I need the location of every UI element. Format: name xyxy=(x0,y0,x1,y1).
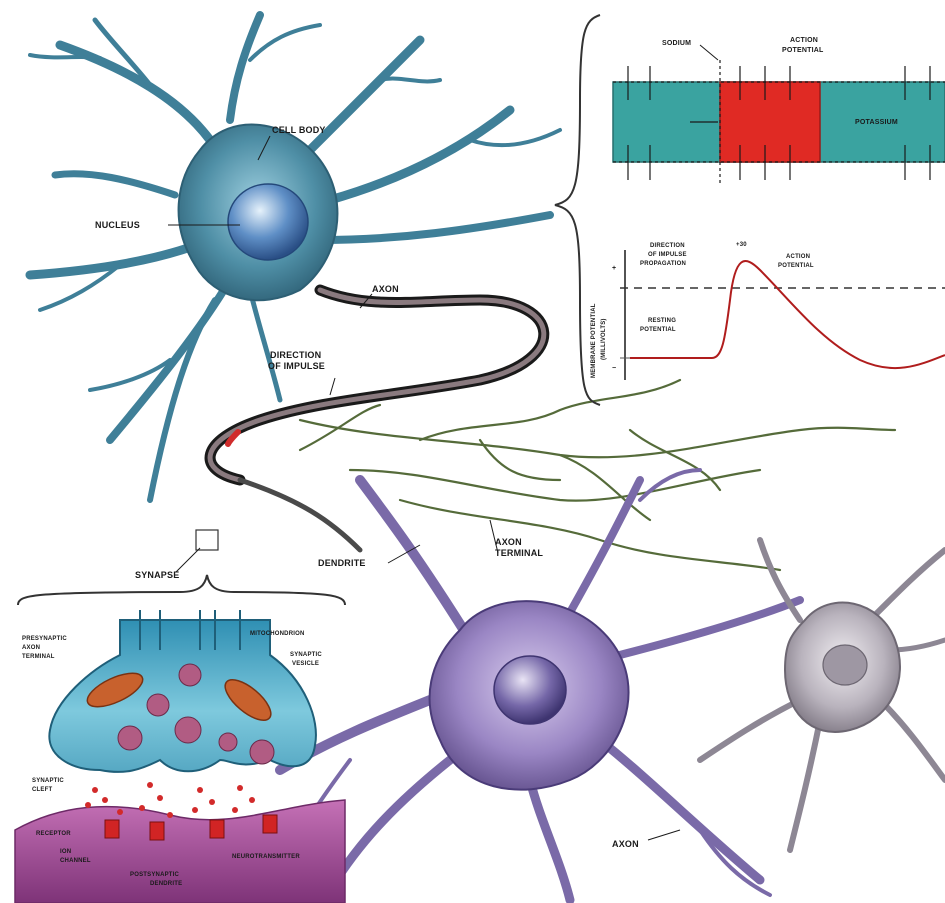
mitochondrion-label: MITOCHONDRION xyxy=(250,631,305,637)
presynaptic-label-1: PRESYNAPTIC xyxy=(22,636,67,642)
vesicle-label-1: SYNAPTIC xyxy=(290,652,322,658)
direction-prop-label-1: DIRECTION xyxy=(650,243,685,249)
action-potential-label-1: ACTION xyxy=(790,37,818,44)
potassium-label: POTASSIUM xyxy=(855,119,898,126)
potential-graph: MEMBRANE POTENTIAL (MILLIVOLTS) DIRECTIO… xyxy=(591,242,945,380)
postsynaptic-label-1: POSTSYNAPTIC xyxy=(130,872,180,878)
purple-neuron xyxy=(280,470,800,900)
potential-ylabel-2: (MILLIVOLTS) xyxy=(601,318,607,360)
graph-action-label-2: POTENTIAL xyxy=(778,263,814,269)
axon-label-top: AXON xyxy=(372,284,399,294)
postsynaptic-label-2: DENDRITE xyxy=(150,881,182,887)
synapse-inset: PRESYNAPTIC AXON TERMINAL MITOCHONDRION … xyxy=(15,530,345,903)
axon-label-bottom: AXON xyxy=(612,839,639,849)
resting-label-2: POTENTIAL xyxy=(640,327,676,333)
peak-value: +30 xyxy=(736,242,747,248)
axon-terminal-branches xyxy=(300,380,895,570)
action-potential-label-2: POTENTIAL xyxy=(782,47,824,54)
membrane-panel: SODIUM ACTION POTENTIAL POTASSIUM xyxy=(555,15,945,405)
neurotransmitter-label: NEUROTRANSMITTER xyxy=(232,854,300,860)
direction-impulse-label-2: OF IMPULSE xyxy=(268,361,325,371)
potential-ylabel-1: MEMBRANE POTENTIAL xyxy=(591,303,597,378)
vesicle-label-2: VESICLE xyxy=(292,661,319,667)
receptor-label: RECEPTOR xyxy=(36,831,71,837)
grey-neuron xyxy=(700,540,945,850)
graph-action-label-1: ACTION xyxy=(786,254,810,260)
direction-prop-label-3: PROPAGATION xyxy=(640,261,686,267)
synapse-label: SYNAPSE xyxy=(135,570,179,580)
presynaptic-label-2: AXON xyxy=(22,645,40,651)
sodium-label: SODIUM xyxy=(662,40,691,47)
cell-body-label: CELL BODY xyxy=(272,125,326,135)
nucleus-label: NUCLEUS xyxy=(95,220,140,230)
nucleus-shape xyxy=(228,184,308,260)
presynaptic-label-3: TERMINAL xyxy=(22,654,55,660)
cleft-label-1: SYNAPTIC xyxy=(32,778,64,784)
ion-channel-label-1: ION xyxy=(60,849,71,855)
cleft-label-2: CLEFT xyxy=(32,787,52,793)
plus-sign: + xyxy=(612,265,616,272)
minus-sign: − xyxy=(612,365,616,372)
resting-label-1: RESTING xyxy=(648,318,676,324)
ion-channel-label-2: CHANNEL xyxy=(60,858,91,864)
direction-prop-label-2: OF IMPULSE xyxy=(648,252,687,258)
axon-terminal-label-2: TERMINAL xyxy=(495,548,543,558)
direction-impulse-label-1: DIRECTION xyxy=(270,350,321,360)
axon-terminal-label-1: AXON xyxy=(495,537,522,547)
dendrite-label: DENDRITE xyxy=(318,558,366,568)
action-potential-region xyxy=(720,82,820,162)
